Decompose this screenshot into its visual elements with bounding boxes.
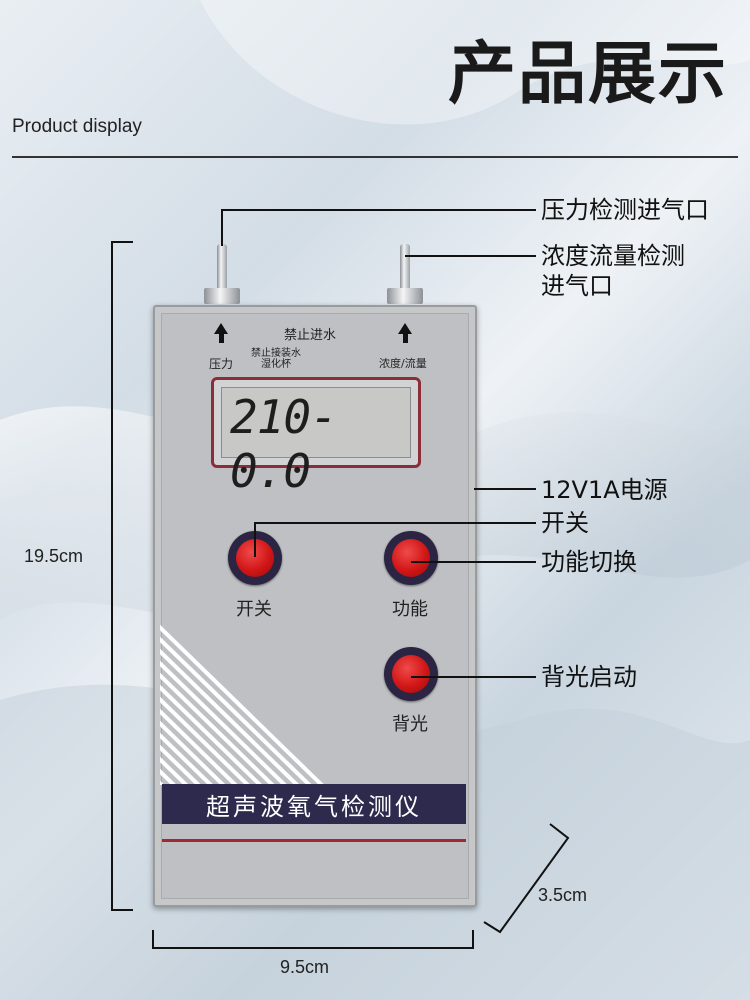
callout-flow-inlet-line2: 进气口 [541,272,613,300]
pressure-port-label: 压力 [209,357,234,371]
power-button[interactable] [228,531,282,585]
backlight-button-label: 背光 [392,714,428,735]
decorative-stripes [160,606,332,785]
function-button[interactable] [384,531,438,585]
callout-backlight-start: 背光启动 [541,663,637,691]
flow-port-label: 浓度/流量 [379,357,427,370]
flow-arrow-icon [398,323,412,334]
function-button-label: 功能 [392,599,428,620]
page-title: 产品展示 [447,35,728,114]
red-accent-line [162,839,466,842]
callout-switch: 开关 [541,509,589,537]
backlight-button[interactable] [384,647,438,701]
width-dimension-label: 9.5cm [280,957,330,977]
height-dimension-label: 19.5cm [24,546,84,566]
depth-dimension-label: 3.5cm [538,885,588,905]
power-button-label: 开关 [236,599,272,620]
lcd-reading: 210-0.0 [230,390,338,498]
callout-flow-inlet-line1: 浓度流量检测 [541,242,685,270]
no-water-label: 禁止进水 [284,328,337,343]
callout-function-switch: 功能切换 [541,548,637,576]
pressure-arrow-icon [214,323,228,334]
lcd-display: 210-0.0 [221,387,411,498]
page-subtitle: Product display [12,116,142,137]
lcd-display-frame: 210-0.0 [211,377,421,498]
device-name-bar: 超声波氧气检测仪 [162,784,466,824]
humidifier-warning: 禁止接装水 湿化杯 [251,348,301,370]
flow-inlet-port [387,244,423,306]
pressure-inlet-port [204,244,240,306]
callout-pressure-inlet: 压力检测进气口 [541,196,709,224]
header-divider [12,156,738,158]
callout-power-supply: 12V1A电源 [541,476,668,504]
